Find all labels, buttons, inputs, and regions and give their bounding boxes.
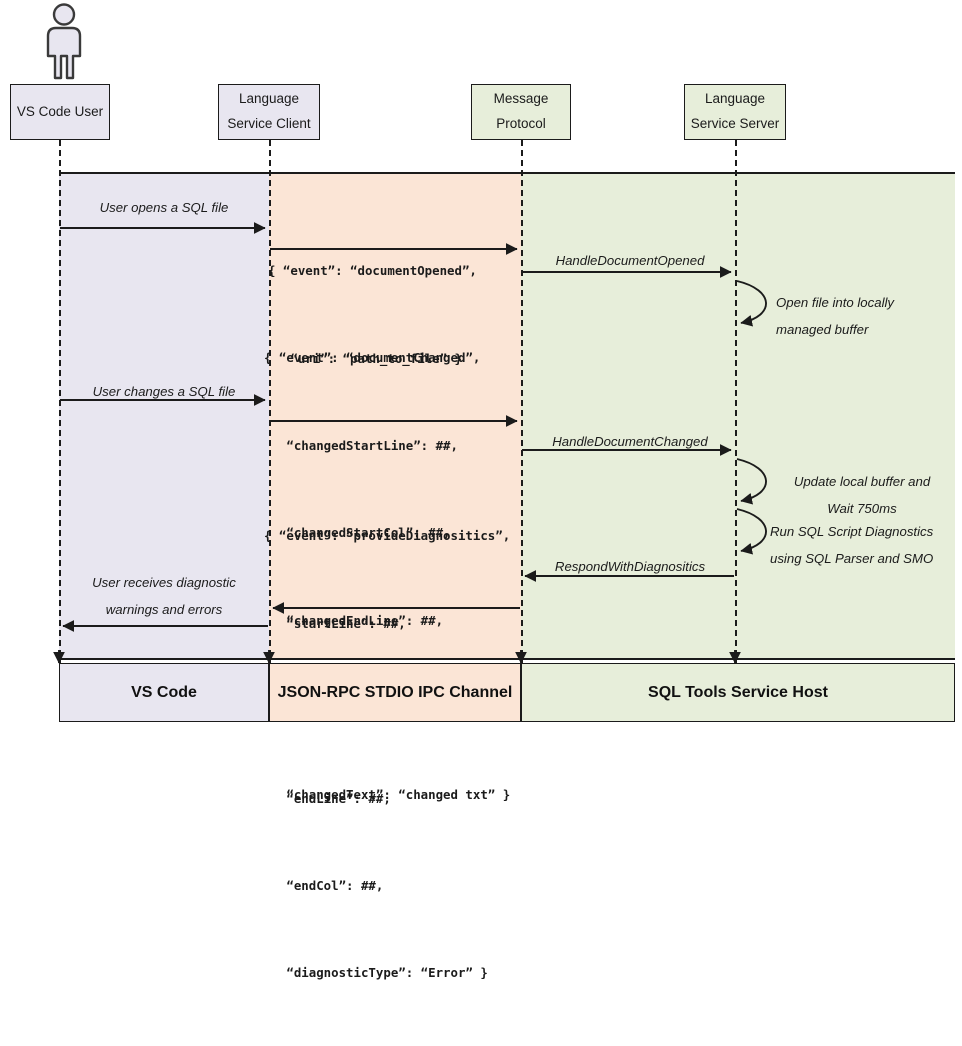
label-user-receives-diagnostics-line1: User receives diagnostic [92,575,236,590]
payload-line: “changedStartLine”: ##, [264,437,458,453]
payload-line: “endCol”: ##, [264,877,384,893]
note-line2: managed buffer [776,322,869,338]
band-ipc-channel [269,172,521,660]
payload-line: “changedStartCol”: ##, [264,525,451,541]
lifeline-vs-code-user [59,140,61,666]
note-line1: Open file into locally [776,295,895,310]
label-user-opens-sql-file: User opens a SQL file [99,200,229,215]
payload-line: “startLine”: ##, [264,615,406,631]
participant-label-line2: Service Server [690,116,780,131]
payload-line: “uri”: “path_to_file” } [268,350,462,366]
footer-vs-code[interactable]: VS Code [59,663,269,722]
footer-ipc-channel[interactable]: JSON-RPC STDIO IPC Channel [269,663,521,722]
note-open-file-into-buffer: Open file into locally managed buffer [776,289,956,343]
note-line1: Run SQL Script Diagnostics [770,524,934,539]
participant-label-line2: Protocol [496,116,546,131]
note-run-sql-script-diagnostics: Run SQL Script Diagnostics using SQL Par… [770,518,960,572]
participant-label-line1: VS Code User [16,103,104,119]
lifeline-language-service-client [269,140,271,666]
note-update-buffer-wait: Update local buffer and Wait 750ms [772,468,952,522]
payload-line: “changedEndLine”: ##, [264,612,444,628]
participant-message-protocol[interactable]: Message Protocol [471,84,571,140]
participant-language-service-server[interactable]: Language Service Server [684,84,786,140]
band-vs-code [59,172,269,660]
participant-label-line1: Language [704,91,766,107]
person-icon [46,3,82,80]
participant-label-line1: Language [238,91,300,107]
payload-line: { “event”: “provideDiagnositics”, [264,528,511,544]
note-line2: using SQL Parser and SMO [770,551,934,567]
payload-line: “diagnosticType”: “Error” } [264,965,488,981]
footer-service-host[interactable]: SQL Tools Service Host [521,663,955,722]
payload-document-opened: { “event”: “documentOpened”, “uri”: “pat… [268,198,477,431]
label-user-changes-sql-file: User changes a SQL file [92,384,236,399]
payload-line: “endLine”: ##, [264,790,391,806]
payload-line: { “event”: “documentOpened”, [268,263,477,279]
label-handle-document-changed: HandleDocumentChanged [552,434,708,449]
note-line1: Update local buffer and [793,474,931,489]
payload-provide-diagnositics: { “event”: “provideDiagnositics”, “start… [264,463,510,1046]
footer-label: JSON-RPC STDIO IPC Channel [277,683,513,701]
participant-label-line1: Message [493,91,549,107]
sequence-diagram-canvas: VS Code User Language Service Client Mes… [10,3,960,981]
band-service-host [521,172,955,660]
footer-label: SQL Tools Service Host [648,683,828,701]
participant-vs-code-user[interactable]: VS Code User [10,84,110,140]
payload-line: { “event”: “documentChanged”, [264,350,481,366]
lifeline-language-service-server [735,140,737,666]
participant-language-service-client[interactable]: Language Service Client [218,84,320,140]
label-user-receives-diagnostics-line2: warnings and errors [105,602,223,617]
lifeline-message-protocol [521,140,523,666]
note-line2: Wait 750ms [827,501,897,517]
label-handle-document-opened: HandleDocumentOpened [555,253,705,268]
participant-label-line2: Service Client [227,116,311,131]
label-respond-with-diagnositics: RespondWithDiagnositics [554,559,706,574]
footer-label: VS Code [131,683,197,701]
